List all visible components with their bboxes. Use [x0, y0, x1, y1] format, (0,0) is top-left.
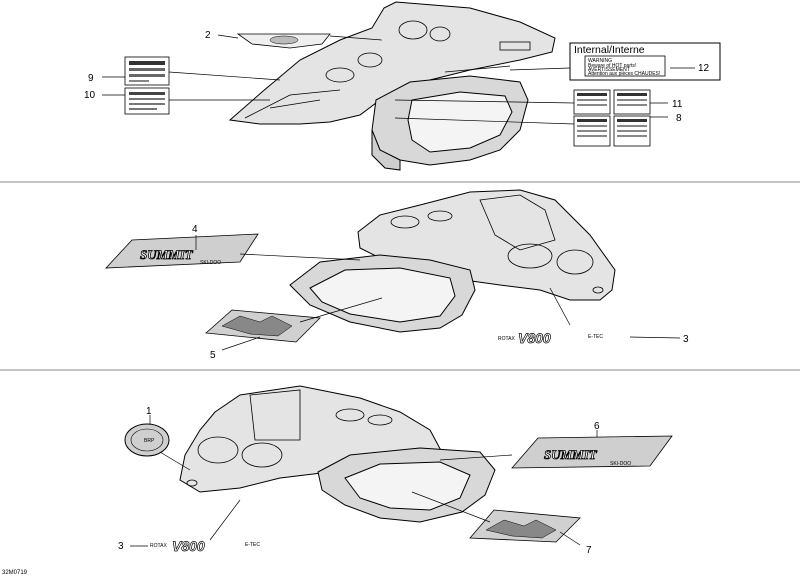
lower-hood-details — [186, 389, 393, 487]
upper-console-assembly — [228, 1, 556, 171]
decal-4-brand-text: SUMMIT — [140, 247, 194, 262]
callout-11: 11 — [672, 99, 683, 110]
decal-6-brand-text: SUMMIT — [544, 447, 598, 462]
callout-2: 2 — [205, 30, 211, 41]
decal-3-model-middle: ROTAX V800 E-TEC — [498, 329, 603, 346]
warning-panel-12: Internal/Interne WARNING Beware of HOT p… — [569, 42, 721, 81]
leader-lines-top — [102, 34, 695, 125]
decal-3-prefix-middle: ROTAX — [498, 336, 516, 342]
callout-8: 8 — [676, 113, 682, 124]
decal-6-brand: SUMMIT SKI-DOO — [511, 435, 673, 469]
badge-1-text: BRP — [144, 438, 155, 444]
label-11-pair — [573, 89, 651, 115]
callout-12: 12 — [698, 63, 710, 74]
decal-4-brand-sub: SKI-DOO — [200, 260, 221, 266]
callout-4: 4 — [192, 224, 198, 235]
label-8-pair — [573, 115, 651, 147]
figure-code: 32M0719 — [2, 570, 28, 576]
callout-6: 6 — [594, 421, 600, 432]
callout-1: 1 — [146, 406, 152, 417]
warning-panel-header: Internal/Interne — [574, 44, 645, 56]
warning-line-4: Attention aux pièces CHAUDES! — [588, 71, 660, 77]
callout-5: 5 — [210, 350, 216, 361]
leader-lines-middle — [195, 235, 681, 351]
warning-line-1: WARNING — [588, 58, 612, 64]
lower-hood-assembly — [179, 385, 496, 523]
label-10-instruction — [124, 87, 170, 115]
decal-3-prefix-bottom: ROTAX — [150, 543, 168, 549]
callout-9: 9 — [88, 73, 94, 84]
decal-3-model-middle-text: V800 — [518, 330, 551, 346]
callout-3-bottom: 3 — [118, 541, 124, 552]
upper-console-details — [244, 20, 531, 119]
middle-hood-details — [390, 194, 604, 294]
decal-5-graphic — [205, 309, 321, 343]
decal-7-graphic — [469, 509, 581, 543]
warning-line-2: Beware of HOT parts! — [588, 63, 636, 69]
decal-3-model-bottom: ROTAX V800 E-TEC — [150, 538, 260, 555]
decal-3-suffix-middle: E-TEC — [588, 334, 603, 340]
leader-lines-bottom — [130, 415, 598, 547]
callout-3-middle: 3 — [683, 334, 689, 345]
warning-line-3: AVERTISSEMENT — [588, 67, 630, 73]
callout-10: 10 — [84, 90, 96, 101]
label-9-instruction — [124, 56, 170, 86]
callout-7: 7 — [586, 545, 592, 556]
decal-2-console-cap — [236, 33, 331, 49]
decal-3-suffix-bottom: E-TEC — [245, 542, 260, 548]
badge-1-round: BRP — [124, 423, 170, 457]
decal-4-brand: SUMMIT SKI-DOO — [105, 233, 259, 269]
decal-6-brand-sub: SKI-DOO — [610, 461, 631, 467]
decal-3-model-bottom-text: V800 — [172, 538, 205, 554]
